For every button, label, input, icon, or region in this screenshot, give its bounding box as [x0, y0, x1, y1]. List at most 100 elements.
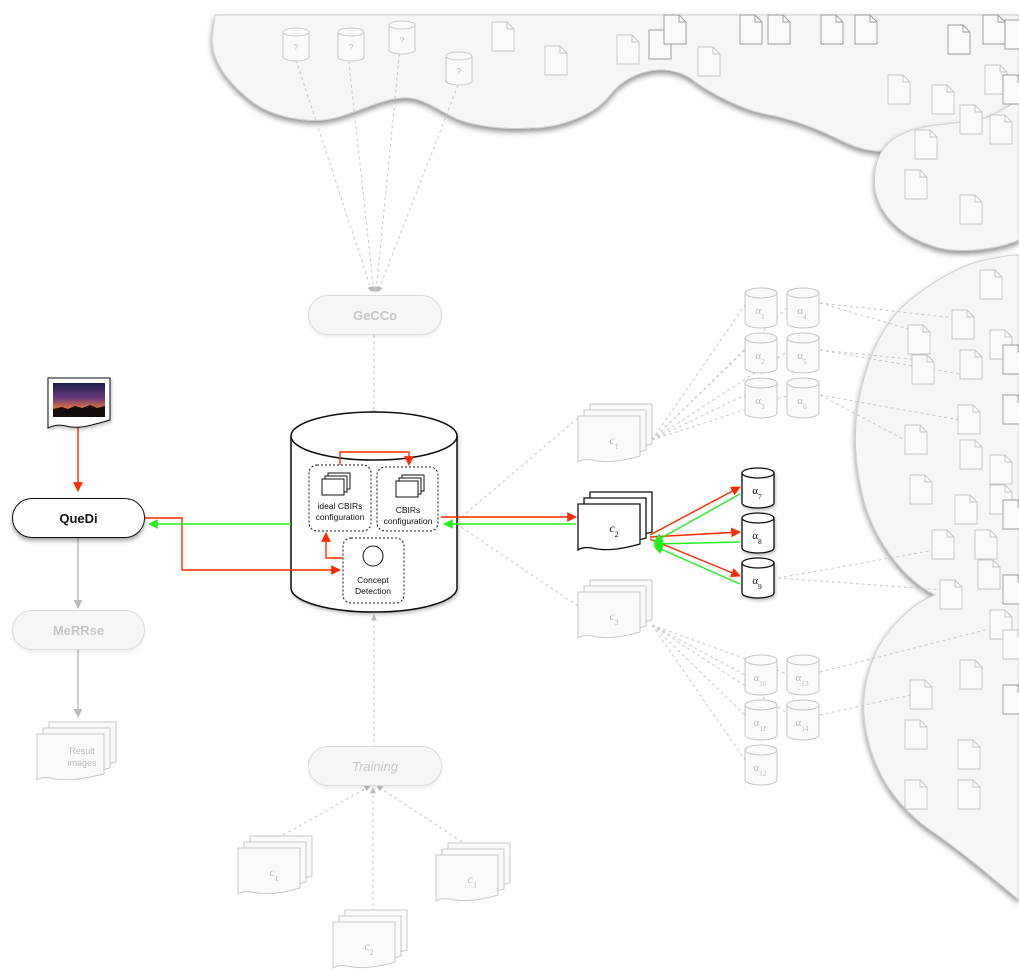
document-icon: [616, 34, 640, 65]
alpha-db-2: α2: [744, 332, 778, 374]
stacked-docs-icon: [321, 472, 351, 496]
document-icon: [939, 579, 963, 610]
document-icon: [1002, 684, 1019, 715]
cbirs-config-line1: CBIRs: [396, 505, 421, 515]
class-label: c1: [609, 433, 618, 451]
cbirs-config-box: CBIRs configuration: [376, 466, 439, 532]
unknown-db-1: ?: [282, 27, 310, 62]
document-icon: [959, 439, 983, 470]
document-icon: [977, 559, 1001, 590]
quedi-node[interactable]: QueDi: [12, 498, 145, 538]
training-node[interactable]: Training: [308, 746, 442, 786]
document-icon: [951, 309, 975, 340]
red-arrow: [145, 517, 341, 575]
class-label: c3: [467, 872, 476, 890]
document-icon: [491, 21, 515, 52]
document-icon: [959, 659, 983, 690]
class-c2-stack: c2: [577, 491, 653, 552]
alpha-db-12: α12: [744, 744, 778, 786]
document-icon: [697, 46, 721, 77]
class-label: c1: [269, 865, 278, 883]
class-c1-stack: c1: [577, 403, 653, 463]
alpha-label: α8: [752, 530, 762, 546]
alpha-db-1: α1: [744, 287, 778, 329]
red-arrow: [339, 451, 414, 466]
document-icon: [982, 14, 1006, 45]
ideal-config-box: ideal CBIRs configuration: [308, 464, 372, 532]
document-icon: [820, 14, 844, 45]
document-icon: [1002, 499, 1019, 530]
document-icon: [947, 24, 971, 55]
ideal-config-line1: ideal CBIRs: [318, 501, 363, 511]
ideal-config-line2: configuration: [316, 512, 365, 522]
alpha-label: α9: [752, 575, 762, 591]
alpha-db-10: α10: [744, 654, 778, 696]
document-icon: [959, 349, 983, 380]
merrse-node[interactable]: MeRRse: [12, 610, 145, 650]
alpha-db-5: α5: [786, 332, 820, 374]
stacked-docs-icon: [395, 474, 425, 498]
unknown-db-label: ?: [400, 36, 405, 45]
class-label: c2: [609, 521, 618, 539]
query-image: [47, 377, 111, 429]
document-icon: [904, 719, 928, 750]
document-icon: [904, 779, 928, 810]
alpha-db-8: α8: [741, 512, 775, 554]
gecco-node[interactable]: GeCCo: [308, 295, 442, 335]
result-images-line1: Result: [69, 746, 95, 756]
alpha-db-4: α4: [786, 287, 820, 329]
alpha-label: α6: [797, 395, 807, 411]
result-images-line2: images: [67, 758, 97, 768]
unknown-db-2: ?: [337, 27, 365, 62]
result-images-stack: Result images: [36, 721, 117, 781]
document-icon: [767, 14, 791, 45]
training-c1-stack: c1: [237, 835, 313, 895]
concept-detection-line2: Detection: [355, 586, 391, 596]
document-icon: [1002, 394, 1019, 425]
right-upper-cloud: [873, 99, 1019, 251]
document-icon: [1004, 19, 1019, 50]
alpha-label: α1: [755, 305, 765, 321]
unknown-db-3: ?: [388, 20, 416, 55]
green-arrow: [653, 493, 741, 543]
alpha-label: α2: [755, 350, 765, 366]
class-c3-stack: c3: [577, 579, 653, 639]
document-icon: [1002, 629, 1019, 660]
document-icon: [909, 474, 933, 505]
alpha-db-7: α7: [741, 467, 775, 509]
alpha-label: α7: [752, 485, 762, 501]
document-icon: [739, 14, 763, 45]
alpha-db-13: α13: [786, 654, 820, 696]
training-c3-stack: c3: [435, 842, 511, 902]
document-icon: [911, 354, 935, 385]
document-icon: [909, 679, 933, 710]
cloud-documents: [491, 14, 1019, 810]
document-icon: [954, 494, 978, 525]
class-label: c2: [364, 939, 373, 957]
concept-detection-line1: Concept: [357, 575, 389, 585]
document-icon: [907, 324, 931, 355]
document-icon: [904, 169, 928, 200]
green-arrow: [653, 545, 741, 585]
cbirs-config-line2: configuration: [384, 516, 433, 526]
class-label: c3: [609, 609, 618, 627]
unknown-db-label: ?: [457, 67, 462, 76]
detector-circle-icon: [362, 545, 384, 567]
alpha-label: α4: [797, 305, 807, 321]
alpha-db-11: α11: [744, 699, 778, 741]
document-icon: [931, 84, 955, 115]
document-icon: [1002, 344, 1019, 375]
alpha-label: α5: [797, 350, 807, 366]
document-icon: [959, 194, 983, 225]
document-icon: [974, 529, 998, 560]
alpha-db-14: α14: [786, 699, 820, 741]
document-icon: [904, 424, 928, 455]
green-arrow: [653, 538, 741, 549]
document-icon: [854, 14, 878, 45]
document-icon: [1002, 74, 1019, 105]
document-icon: [914, 129, 938, 160]
red-arrow: [321, 532, 343, 559]
document-icon: [957, 739, 981, 770]
document-icon: [887, 74, 911, 105]
